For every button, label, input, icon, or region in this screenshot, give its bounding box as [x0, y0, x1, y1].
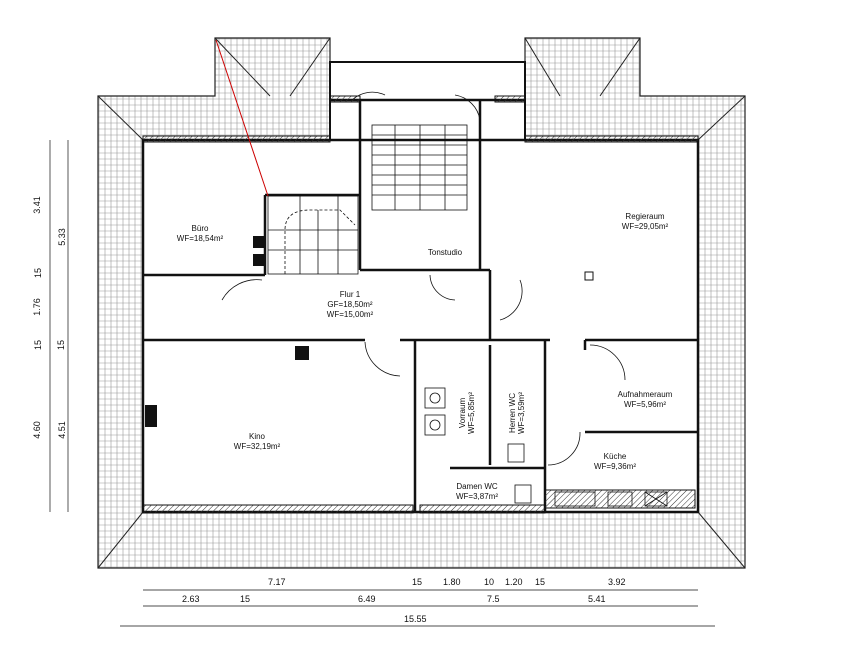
dim-bottom-7: 3.92: [608, 577, 626, 587]
room-name: Herren WC: [508, 393, 517, 434]
room-area: WF=5,96m²: [623, 400, 666, 409]
room-flur: Flur 1 GF=18,50m² WF=15,00m²: [315, 290, 385, 320]
wall-hatching: [142, 95, 699, 514]
room-area: WF=3,59m²: [517, 392, 526, 435]
spiral-stair: [267, 195, 359, 275]
room-vorraum: Vorraum WF=5,85m²: [458, 386, 476, 440]
room-name: Kino: [248, 432, 265, 441]
room-area: WF=3,87m²: [455, 492, 498, 501]
staircase: [371, 124, 468, 211]
dim-bottom-row2-4: 7.5: [487, 594, 500, 604]
room-name: Vorraum: [458, 397, 467, 429]
room-name: Tonstudio: [427, 248, 463, 257]
dim-left-inner-2: 15: [56, 339, 67, 351]
room-area: WF=29,05m²: [621, 222, 669, 231]
dim-bottom-6: 15: [535, 577, 546, 587]
shaft-symbols: [145, 236, 594, 427]
room-name: Flur 1: [339, 290, 361, 299]
roof-hip-lines: [97, 37, 746, 569]
dim-bottom-4: 10: [484, 577, 495, 587]
room-kueche: Küche WF=9,36m²: [580, 452, 650, 472]
dim-bottom-5: 1.20: [505, 577, 523, 587]
room-area: WF=5,85m²: [467, 392, 476, 435]
dim-bottom-total: 15.55: [404, 614, 427, 624]
room-area: WF=18,54m²: [176, 234, 224, 243]
dim-bottom-row2-3: 6.49: [358, 594, 376, 604]
dim-left-outer-5: 4.60: [31, 421, 42, 439]
room-name: Regieraum: [625, 212, 665, 221]
room-area: WF=32,19m²: [233, 442, 281, 451]
dim-left-inner-3: 4.51: [56, 421, 67, 439]
room-kino: Kino WF=32,19m²: [222, 432, 292, 452]
dim-left-outer-3: 1.76: [31, 298, 42, 316]
dim-bottom-3: 1.80: [443, 577, 461, 587]
dim-left-outer-2: 15: [33, 267, 44, 279]
dim-bottom-row2-2: 15: [240, 594, 251, 604]
room-aufnahmeraum: Aufnahmeraum WF=5,96m²: [605, 390, 685, 410]
room-name: Damen WC: [456, 482, 498, 491]
walls: [141, 98, 700, 514]
room-buero: Büro WF=18,54m²: [165, 224, 235, 244]
door-swings: [221, 91, 626, 466]
red-annotation-line: [215, 39, 269, 197]
room-name: Küche: [603, 452, 627, 461]
room-tonstudio: Tonstudio: [420, 248, 470, 258]
room-area: WF=9,36m²: [593, 462, 636, 471]
room-name: Büro: [191, 224, 209, 233]
dimension-lines: [49, 140, 715, 627]
sanitary-fixtures: [424, 387, 668, 507]
dim-left-outer-4: 15: [33, 339, 44, 351]
dim-bottom-2: 15: [412, 577, 423, 587]
room-regieraum: Regieraum WF=29,05m²: [605, 212, 685, 232]
dim-left-inner-1: 5.33: [56, 228, 67, 246]
dim-bottom-1: 7.17: [268, 577, 286, 587]
room-name: Aufnahmeraum: [617, 390, 673, 399]
dim-bottom-row2-5: 5.41: [588, 594, 606, 604]
dim-left-outer-1: 3.41: [31, 196, 42, 214]
room-wf: WF=15,00m²: [326, 310, 374, 319]
dim-bottom-row2-1: 2.63: [182, 594, 200, 604]
room-gf: GF=18,50m²: [327, 300, 373, 309]
room-damen-wc: Damen WC WF=3,87m²: [447, 482, 507, 502]
room-herren-wc: Herren WC WF=3,59m²: [508, 386, 526, 440]
